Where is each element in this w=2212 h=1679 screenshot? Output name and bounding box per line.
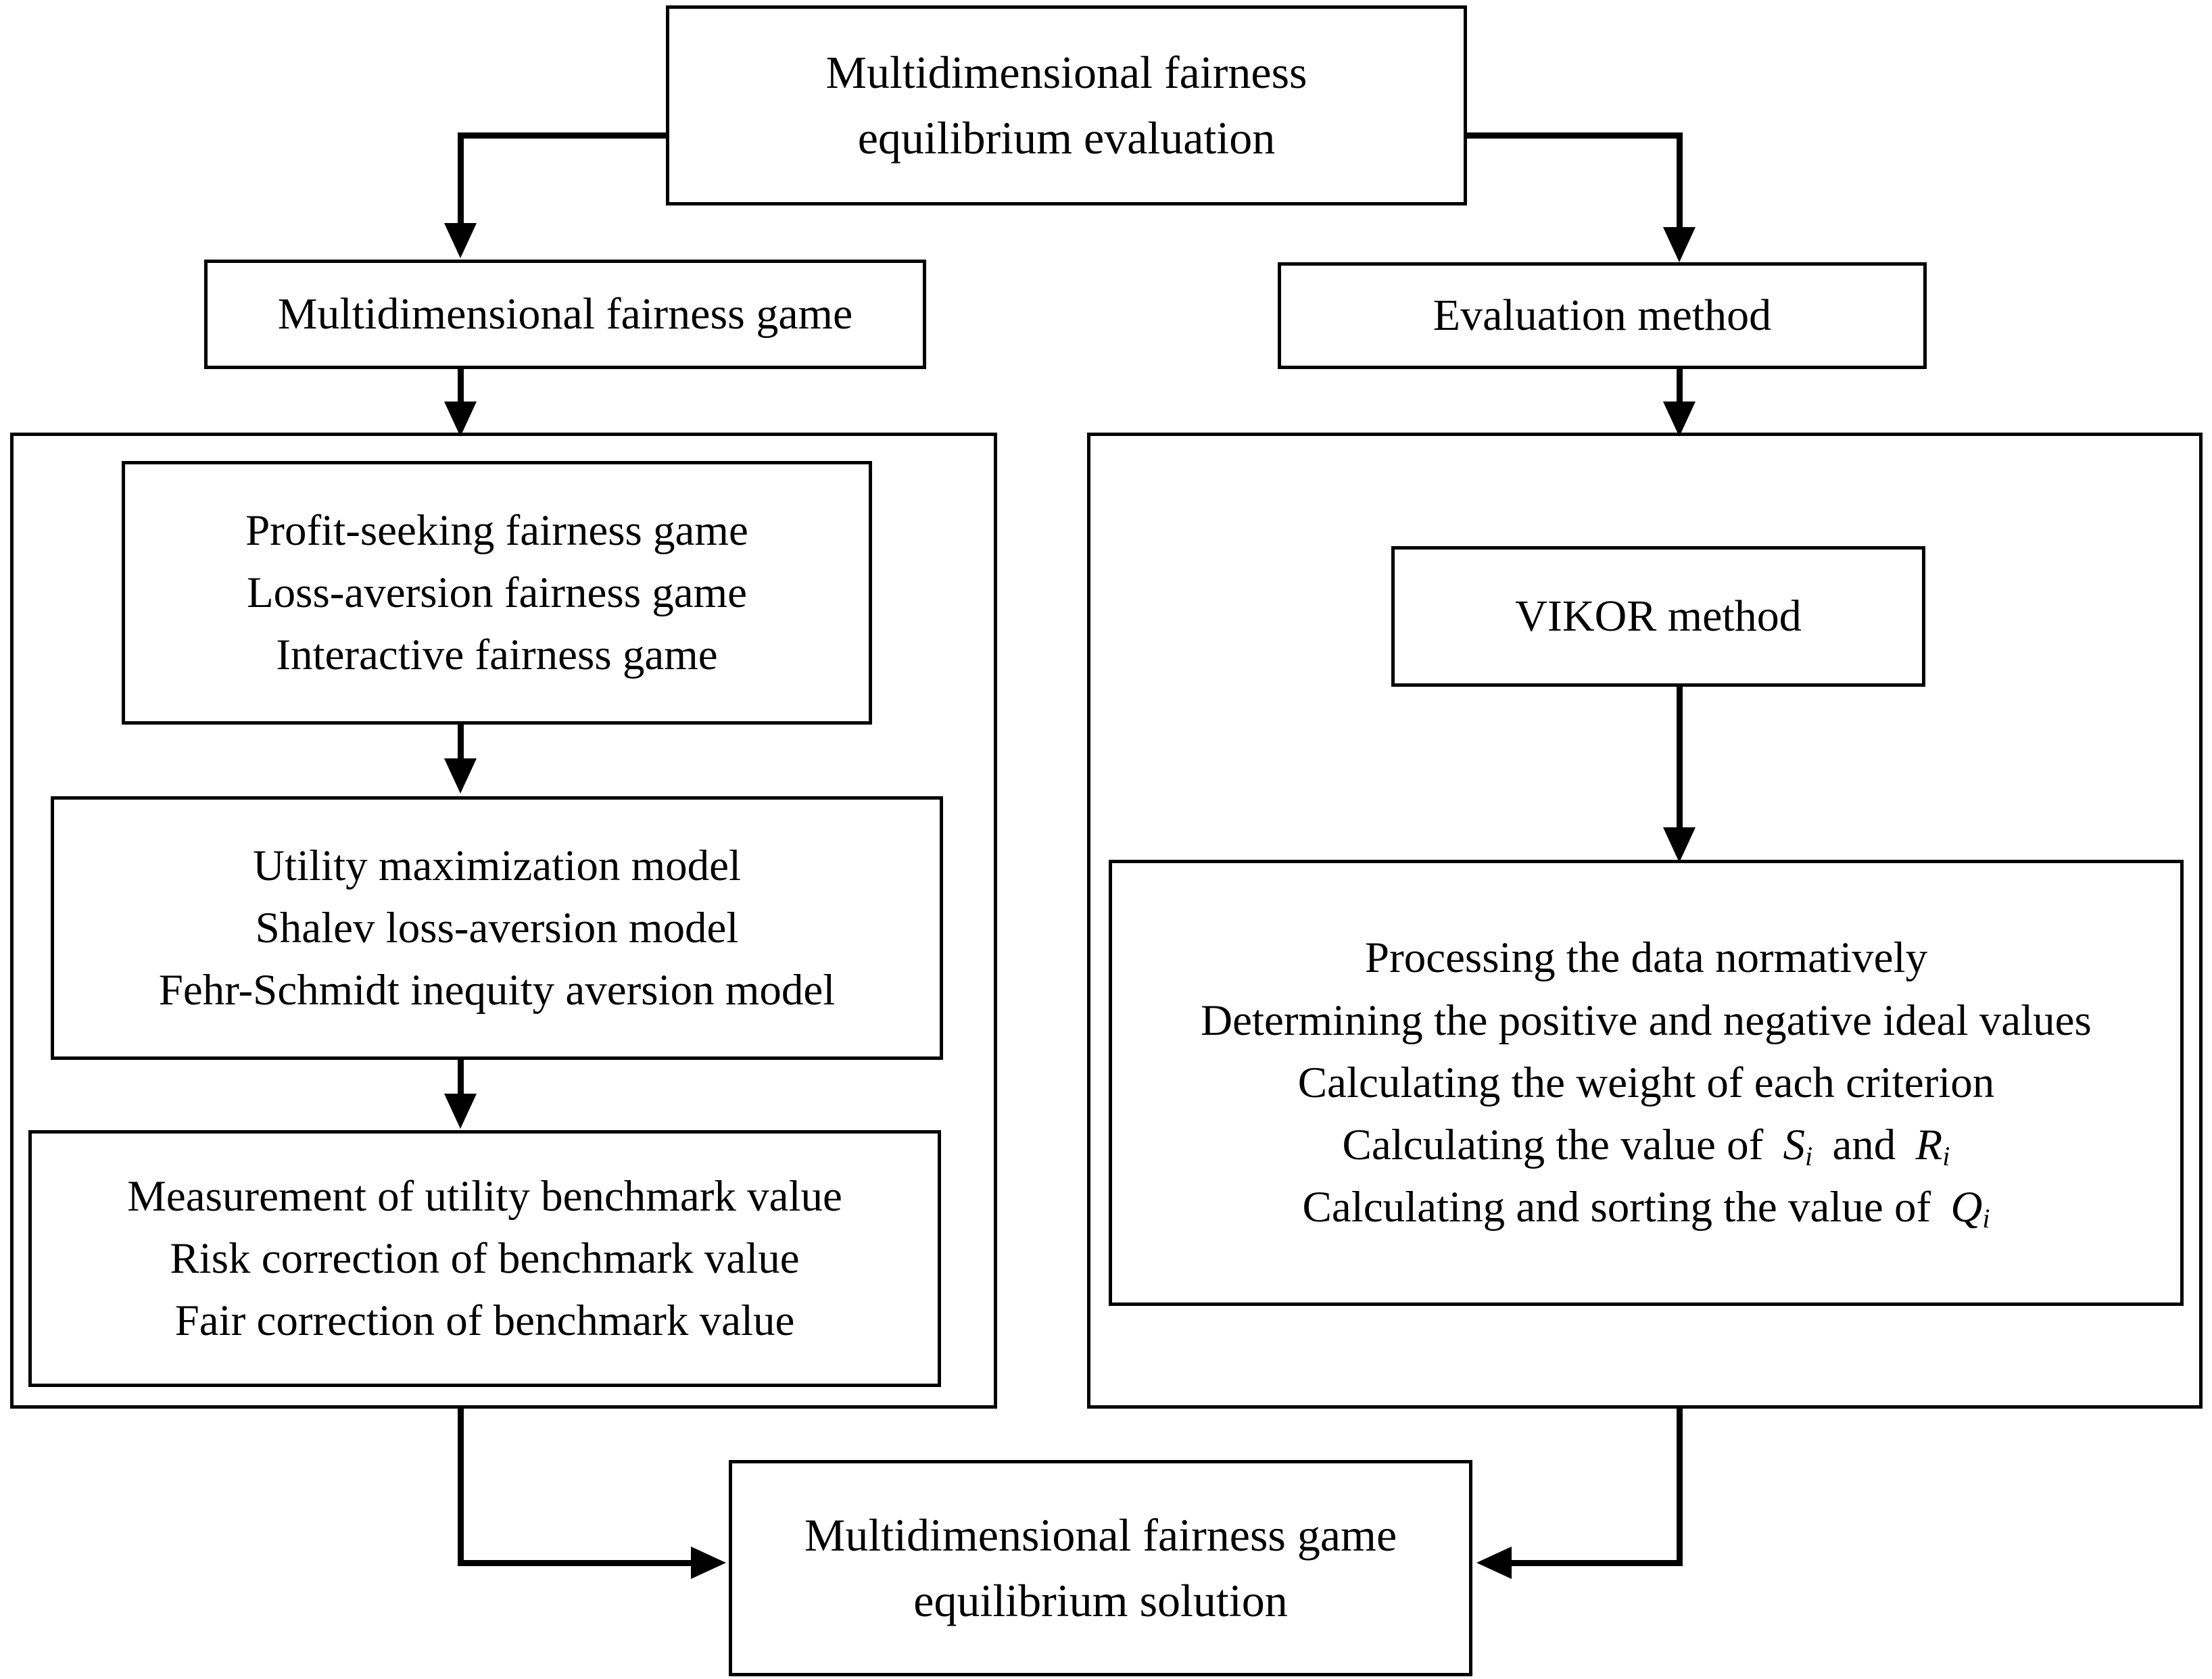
connector-right-group-to-result-vertical <box>1677 1409 1683 1565</box>
connector-root-to-left-vertical <box>458 132 464 227</box>
arrowhead-right-group-to-result <box>1476 1547 1512 1579</box>
node-benchmark-value-steps-line-3: Fair correction of benchmark value <box>174 1296 795 1346</box>
arrowhead-root-to-left <box>444 223 477 258</box>
connector-stage1-to-stage2 <box>458 725 464 777</box>
connector-left-header-to-group <box>458 369 464 420</box>
node-vikor-steps-line-1: Processing the data normatively <box>1364 933 1928 983</box>
node-evaluation-method-label: Evaluation method <box>1433 291 1772 341</box>
arrowhead-stage2-to-stage3 <box>444 1094 477 1129</box>
node-root-multidimensional-fairness-equilibrium-evaluation: Multidimensional fairness equilibrium ev… <box>666 5 1467 205</box>
connector-left-group-to-result-vertical <box>458 1409 464 1565</box>
node-fairness-game-types-line-3: Interactive fairness game <box>276 631 718 680</box>
connector-root-to-right-vertical <box>1677 132 1683 230</box>
node-vikor-steps-line-2: Determining the positive and negative id… <box>1201 996 2092 1045</box>
node-root-line-1: Multidimensional fairness <box>825 47 1307 99</box>
arrowhead-left-group-to-result <box>691 1547 726 1579</box>
node-result-equilibrium-solution: Multidimensional fairness game equilibri… <box>729 1460 1472 1676</box>
vikor-step-variable-q: Qi <box>1950 1183 1990 1234</box>
node-fairness-game-types-line-2: Loss-aversion fairness game <box>246 568 748 617</box>
node-result-line-1: Multidimensional fairness game <box>804 1509 1397 1561</box>
node-result-line-2: equilibrium solution <box>913 1575 1288 1626</box>
node-vikor-steps-line-3: Calculating the weight of each criterion <box>1297 1058 1995 1107</box>
vikor-step-variable-s: Si <box>1783 1121 1813 1171</box>
node-vikor-method-label: VIKOR method <box>1515 591 1802 641</box>
node-vikor-method: VIKOR method <box>1391 546 1925 687</box>
arrowhead-right-header-to-group <box>1663 402 1696 437</box>
node-fairness-models-line-3: Fehr-Schmidt inequity aversion model <box>158 966 836 1015</box>
connector-root-to-left-horizontal <box>458 132 669 139</box>
connector-right-header-to-group <box>1677 369 1683 420</box>
connector-vikor-to-steps <box>1677 687 1683 842</box>
node-vikor-steps: Processing the data normatively Determin… <box>1109 860 2184 1306</box>
node-multidimensional-fairness-game: Multidimensional fairness game <box>204 260 926 369</box>
node-benchmark-value-steps-line-2: Risk correction of benchmark value <box>170 1234 800 1283</box>
connector-right-group-to-result-horizontal <box>1512 1560 1683 1566</box>
vikor-step-qi-prefix: Calculating and sorting the value of <box>1302 1183 1931 1232</box>
connector-stage2-to-stage3 <box>458 1060 464 1113</box>
node-fairness-models-line-2: Shalev loss-aversion model <box>255 903 739 952</box>
vikor-step-variable-r: Ri <box>1915 1121 1950 1171</box>
vikor-step-si-ri-prefix: Calculating the value of <box>1342 1121 1764 1170</box>
arrowhead-left-header-to-group <box>444 402 477 437</box>
node-root-line-2: equilibrium evaluation <box>857 112 1276 164</box>
node-fairness-models: Utility maximization model Shalev loss-a… <box>51 796 943 1060</box>
node-multidimensional-fairness-game-label: Multidimensional fairness game <box>277 289 853 339</box>
node-fairness-models-line-1: Utility maximization model <box>252 841 742 890</box>
arrowhead-root-to-right <box>1663 227 1696 262</box>
node-benchmark-value-steps-line-1: Measurement of utility benchmark value <box>127 1171 842 1221</box>
node-evaluation-method: Evaluation method <box>1278 262 1927 369</box>
vikor-step-joiner: and <box>1832 1121 1896 1170</box>
node-fairness-game-types: Profit-seeking fairness game Loss-aversi… <box>122 461 872 725</box>
node-vikor-steps-line-5: Calculating and sorting the value of Qi <box>1302 1176 1990 1238</box>
connector-left-group-to-result-horizontal <box>458 1560 693 1566</box>
node-fairness-game-types-line-1: Profit-seeking fairness game <box>245 506 748 555</box>
arrowhead-vikor-to-steps <box>1663 827 1696 862</box>
arrowhead-stage1-to-stage2 <box>444 758 477 794</box>
connector-root-to-right-horizontal <box>1464 132 1683 139</box>
node-benchmark-value-steps: Measurement of utility benchmark value R… <box>28 1130 941 1387</box>
